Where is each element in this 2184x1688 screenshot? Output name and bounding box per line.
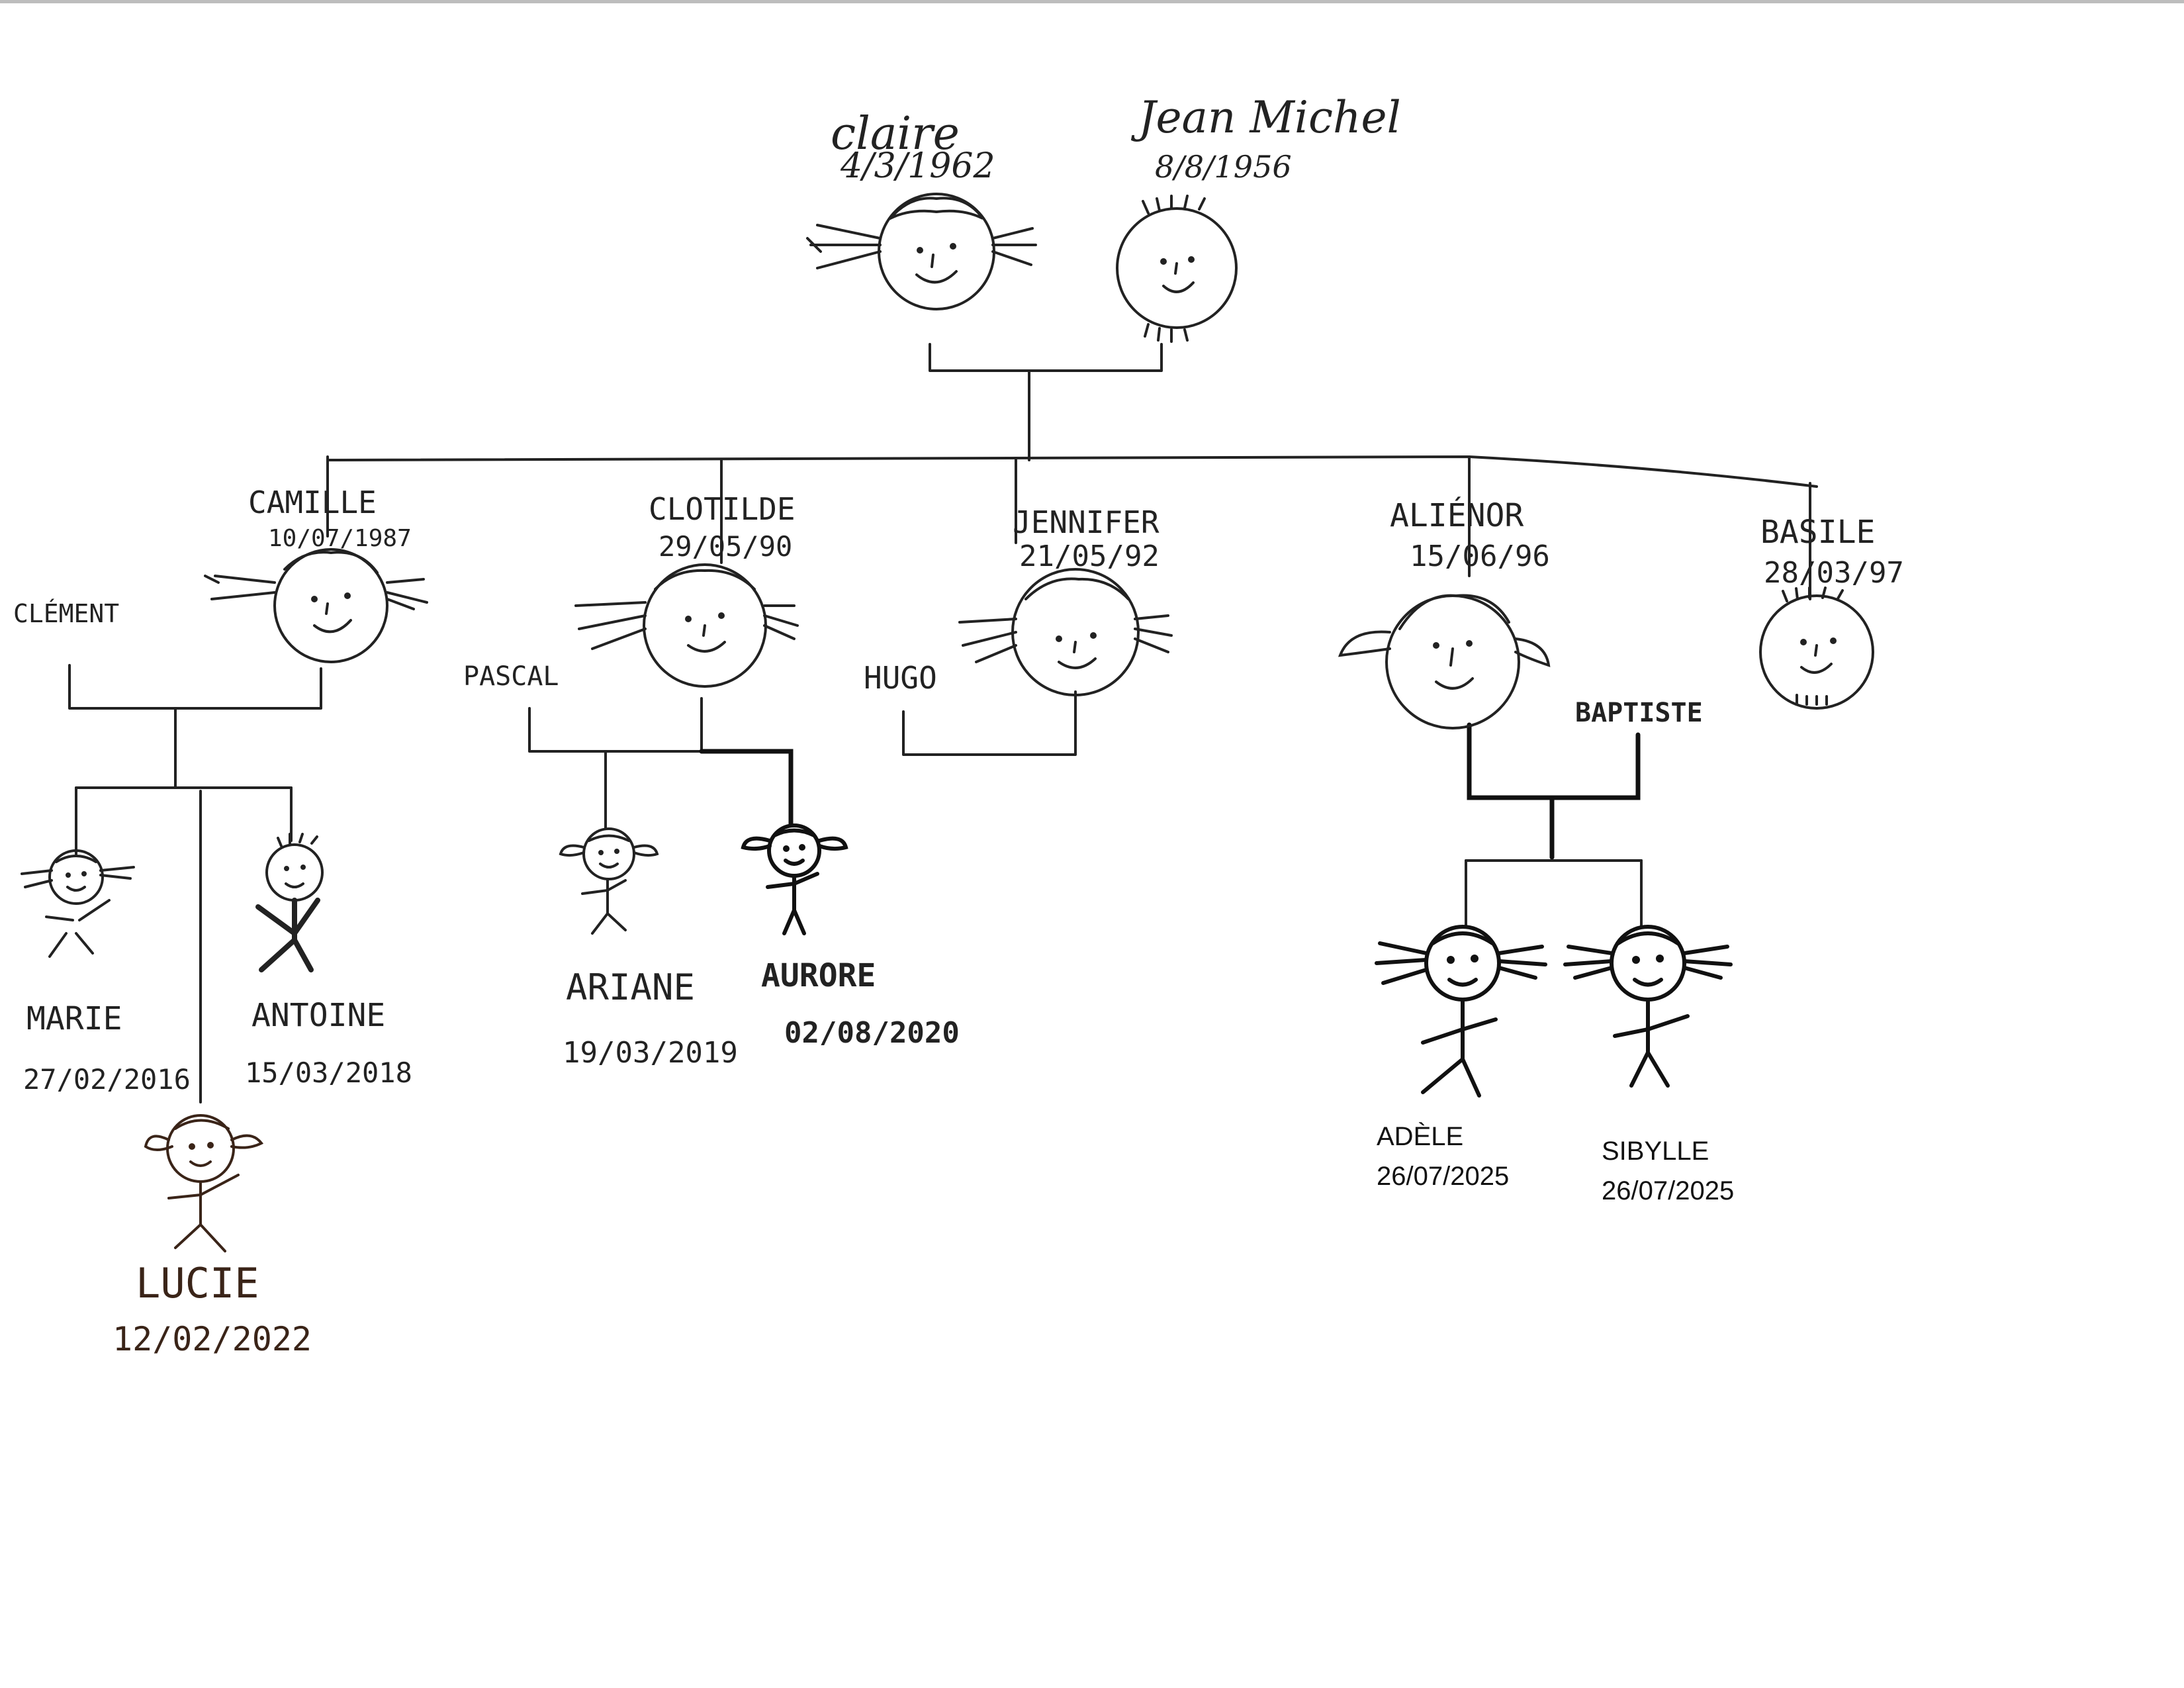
face-camille	[204, 548, 428, 663]
name-sibylle: SIBYLLE	[1602, 1137, 1709, 1166]
name-camille: CAMILLE	[248, 485, 377, 520]
date-aurore: 02/08/2020	[784, 1016, 960, 1050]
name-pascal: PASCAL	[463, 661, 559, 692]
alienor-baptiste-couple-line	[1467, 722, 1641, 800]
date-lucie: 12/02/2022	[113, 1320, 312, 1358]
date-ariane: 19/03/2019	[563, 1036, 738, 1070]
face-jean-michel	[1116, 195, 1238, 343]
drop-aurore	[699, 749, 794, 827]
stick-sibylle	[1563, 925, 1733, 1088]
face-claire	[806, 193, 1037, 310]
name-antoine: ANTOINE	[251, 997, 385, 1034]
stick-antoine	[255, 833, 324, 972]
name-baptiste: BAPTISTE	[1575, 698, 1703, 728]
face-clotilde	[574, 563, 799, 688]
stick-aurore	[741, 823, 848, 935]
camille-clement-couple-line	[68, 664, 322, 710]
name-ariane: ARIANE	[566, 966, 695, 1008]
name-clotilde: CLOTILDE	[649, 491, 796, 527]
name-alienor: ALIÉNOR	[1390, 496, 1524, 534]
name-jennifer: JENNIFER	[1013, 504, 1160, 540]
name-clement: CLÉMENT	[13, 599, 119, 628]
name-basile: BASILE	[1760, 514, 1875, 551]
grandparents-couple-line	[929, 343, 1163, 372]
date-camille: 10/07/1987	[268, 525, 412, 552]
date-adele: 26/07/2025	[1377, 1162, 1509, 1191]
date-jennifer: 21/05/92	[1019, 539, 1160, 573]
clotilde-pascal-couple-line	[528, 697, 703, 753]
face-jennifer	[958, 568, 1173, 696]
name-marie: MARIE	[26, 1000, 122, 1037]
stick-lucie	[144, 1114, 264, 1252]
stick-adele	[1375, 925, 1547, 1098]
name-jean-michel: Jean Michel	[1130, 92, 1401, 143]
siblings-bar	[326, 455, 1818, 488]
date-basile: 28/03/97	[1764, 556, 1904, 590]
date-clotilde: 29/05/90	[659, 530, 792, 563]
name-lucie: LUCIE	[136, 1259, 259, 1307]
date-marie: 27/02/2016	[23, 1063, 191, 1096]
date-jean-michel: 8/8/1956	[1155, 149, 1292, 185]
name-aurore: AURORE	[761, 957, 876, 994]
name-adele: ADÈLE	[1377, 1121, 1463, 1151]
name-claire: claire	[831, 108, 960, 160]
name-hugo: HUGO	[864, 660, 937, 696]
stick-marie	[21, 849, 135, 958]
date-antoine: 15/03/2018	[245, 1056, 412, 1089]
face-basile	[1759, 586, 1874, 710]
date-claire: 4/3/1962	[840, 146, 995, 186]
stick-ariane	[559, 827, 659, 935]
date-sibylle: 26/07/2025	[1602, 1176, 1734, 1205]
date-alienor: 15/06/96	[1410, 539, 1550, 573]
jennifer-hugo-couple-line	[902, 690, 1077, 756]
face-alienor	[1338, 594, 1551, 729]
connector-lines	[68, 343, 1818, 1103]
labels: claire 4/3/1962 Jean Michel 8/8/1956 CAM…	[13, 92, 1904, 1358]
